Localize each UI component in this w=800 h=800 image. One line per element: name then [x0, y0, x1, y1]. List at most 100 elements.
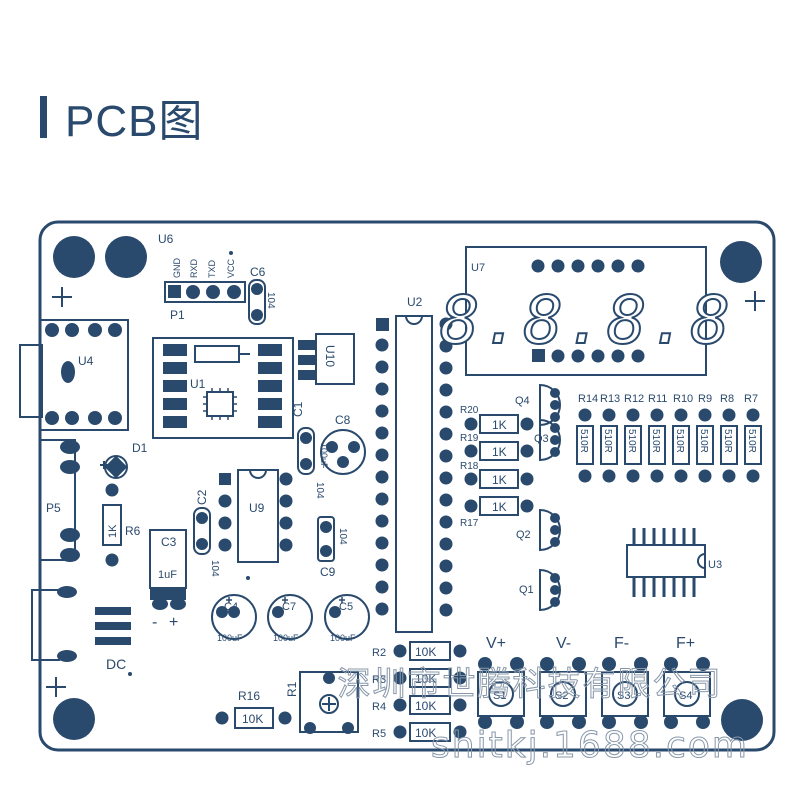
label-r3-value: 10K	[415, 672, 436, 686]
label-c5-value: 100uF	[330, 633, 356, 643]
label-dc: DC	[106, 656, 126, 672]
transistors: Q4 Q3 Q2 Q1	[515, 383, 561, 612]
pin-label-txd: TXD	[207, 259, 217, 278]
switch-s2: S2	[539, 657, 587, 729]
label-r5-value: 10K	[415, 726, 436, 740]
label-s2: S2	[555, 690, 568, 702]
label-c7-value: 100uF	[273, 633, 299, 643]
label-r1: R1	[285, 681, 299, 697]
label-c8: C8	[335, 413, 351, 427]
label-c3-plus: +	[169, 614, 178, 631]
header-p1-outline	[164, 281, 246, 303]
connector-u4	[39, 319, 129, 431]
label-v-minus: V-	[556, 635, 571, 652]
label-r9-value: 510R	[698, 429, 709, 453]
mounting-hole	[53, 698, 95, 740]
label-u4: U4	[78, 354, 94, 368]
display-u7-pins	[531, 259, 645, 363]
label-c6-value: 104	[265, 292, 276, 309]
resistor-group-r17-r20: R20 R19 R18 R17 1K 1K 1K 1K	[460, 405, 534, 529]
pin-label-vcc: VCC	[226, 258, 236, 278]
label-r4-value: 10K	[415, 699, 436, 713]
label-r10-value: 510R	[674, 429, 685, 453]
label-c3-minus: -	[152, 614, 157, 631]
label-f-minus: F-	[614, 635, 629, 652]
label-r19: R19	[460, 433, 479, 444]
display-u7	[465, 246, 707, 376]
mounting-hole	[721, 699, 763, 741]
switch-s3: S3	[601, 657, 649, 729]
label-r17: R17	[460, 518, 479, 529]
label-u1: U1	[190, 377, 206, 391]
label-r9: R9	[698, 393, 712, 405]
label-r7: R7	[744, 393, 758, 405]
label-r11: R11	[648, 393, 667, 405]
label-q2: Q2	[516, 529, 531, 541]
capacitor-c8	[320, 429, 366, 475]
mcu-u2-pins	[375, 317, 453, 617]
label-r18-value: 1K	[492, 473, 507, 487]
label-r13-value: 510R	[602, 429, 613, 453]
module-u1	[152, 337, 294, 439]
label-r8: R8	[720, 393, 734, 405]
label-r20-value: 1K	[492, 418, 507, 432]
label-r10: R10	[673, 393, 693, 405]
label-u6: U6	[158, 232, 174, 246]
label-r6-value: 1K	[107, 524, 119, 538]
corner-plus-marks	[46, 287, 765, 697]
label-c4: C4	[224, 601, 238, 613]
label-c4-value: 100uF	[217, 633, 243, 643]
label-d1: D1	[132, 441, 148, 455]
label-c9-value: 104	[337, 528, 348, 545]
mcu-u2	[395, 315, 433, 633]
capacitor-c4: C4 100uF	[211, 594, 257, 643]
label-u7: U7	[471, 262, 485, 274]
capacitor-c7: C7 100uF	[267, 594, 313, 643]
label-q1: Q1	[519, 584, 534, 596]
mounting-hole	[720, 241, 762, 283]
ic-u9	[237, 469, 279, 563]
seven-segment-digits: 8.8.8.8	[440, 282, 732, 359]
mounting-hole	[53, 236, 95, 278]
label-r12-value: 510R	[626, 429, 637, 453]
label-r8-value: 510R	[722, 429, 733, 453]
label-r3: R3	[372, 674, 386, 686]
label-c7: C7	[282, 601, 296, 613]
label-r16-value: 10K	[242, 712, 263, 726]
dc-jack	[31, 589, 60, 661]
mounting-holes	[53, 236, 763, 741]
label-c3-value: 1uF	[158, 569, 177, 581]
board-outline	[38, 220, 776, 752]
label-u10: U10	[323, 345, 337, 367]
pin-label-rxd: RXD	[189, 258, 199, 278]
resistor-r6	[102, 504, 122, 546]
label-r18: R18	[460, 461, 479, 472]
label-p5: P5	[46, 501, 61, 515]
label-f-plus: F+	[676, 635, 695, 652]
label-s1: S1	[493, 690, 506, 702]
connector-p5	[40, 439, 76, 561]
label-r4: R4	[372, 701, 386, 713]
label-r13: R13	[600, 393, 620, 405]
label-r19-value: 1K	[492, 445, 507, 459]
label-u2: U2	[407, 295, 423, 309]
resistor-r16	[234, 707, 274, 729]
label-s3: S3	[617, 690, 630, 702]
page-header: PCB图	[40, 92, 203, 146]
label-r6: R6	[125, 524, 141, 538]
label-c2-value: 104	[209, 560, 220, 577]
label-q3: Q3	[534, 433, 549, 445]
label-c1-value: 104	[314, 482, 325, 499]
label-r2-value: 10K	[415, 645, 436, 659]
watermark-company: 深圳市世腾科技有限公司	[338, 664, 723, 703]
label-s4: S4	[679, 690, 692, 702]
pin-label-gnd: GND	[172, 258, 182, 279]
label-r20: R20	[460, 405, 479, 416]
label-r2: R2	[372, 647, 386, 659]
title-accent-bar	[40, 96, 47, 138]
label-p1: P1	[170, 308, 185, 322]
label-r12: R12	[624, 393, 644, 405]
mounting-hole	[105, 236, 147, 278]
label-u9: U9	[249, 501, 265, 515]
